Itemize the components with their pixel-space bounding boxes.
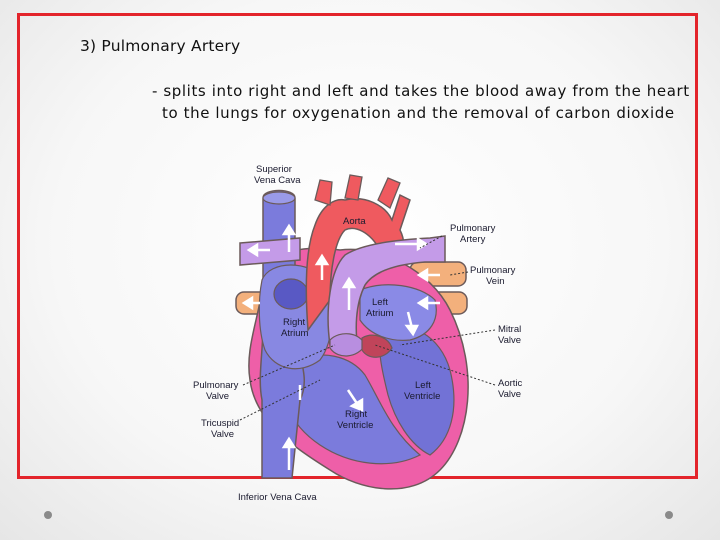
- tricuspid-label-2: Valve: [211, 429, 234, 440]
- aorta-label: Aorta: [343, 216, 366, 227]
- pulm-valve-label-1: Pulmonary: [193, 380, 239, 391]
- leader-lines: [239, 235, 496, 421]
- ra-label-1: Right: [283, 317, 306, 328]
- mitral-label-2: Valve: [498, 335, 521, 346]
- footer-dot-right: [665, 511, 673, 519]
- la-label-1: Left: [372, 297, 388, 308]
- aorta: [305, 193, 411, 333]
- pa-label-1: Pulmonary: [450, 223, 496, 234]
- svc-label-2: Vena Cava: [254, 175, 301, 186]
- slide-title: 3) Pulmonary Artery: [80, 37, 241, 55]
- la-label-2: Atrium: [366, 308, 394, 319]
- mitral-label-1: Mitral: [498, 324, 521, 335]
- lv-label-2: Ventricle: [404, 391, 440, 402]
- rv-label-2: Ventricle: [337, 420, 373, 431]
- footer-dot-left: [44, 511, 52, 519]
- bullet-text: - splits into right and left and takes t…: [152, 82, 690, 122]
- pa-label-2: Artery: [460, 234, 486, 245]
- pv-label-2: Vein: [486, 276, 505, 287]
- ivc-label: Inferior Vena Cava: [238, 492, 317, 503]
- left-ventricle: [379, 326, 455, 456]
- aortic-label-1: Aortic: [498, 378, 523, 389]
- pulmonary-artery: [327, 235, 446, 351]
- flow-arrows: [241, 223, 440, 470]
- aortic-label-2: Valve: [498, 389, 521, 400]
- tricuspid-label-1: Tricuspid: [201, 418, 239, 429]
- pulm-valve-label-2: Valve: [206, 391, 229, 402]
- ra-label-2: Atrium: [281, 328, 309, 339]
- svc-label-1: Superior: [256, 164, 292, 175]
- rv-label-1: Right: [345, 409, 368, 420]
- pv-label-1: Pulmonary: [470, 265, 516, 276]
- lv-label-1: Left: [415, 380, 431, 391]
